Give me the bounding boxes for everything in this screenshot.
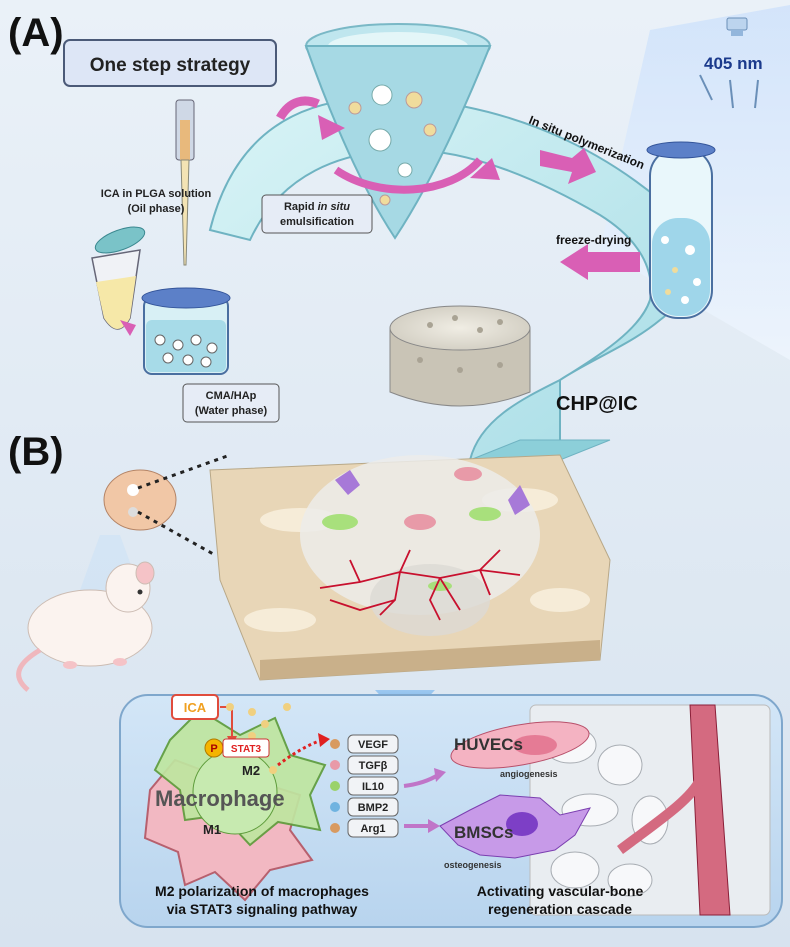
secretion-arrowhead xyxy=(318,733,330,747)
angio-arrowhead xyxy=(434,768,446,782)
rat-icon xyxy=(16,535,155,692)
water-phase-line1: CMA/HAp xyxy=(206,390,257,402)
huvecs-label: HUVECs xyxy=(454,735,523,754)
stat3-box xyxy=(222,738,270,758)
cytokine-vegf: VEGF xyxy=(358,739,388,751)
caption-left-line1: M2 polarization of macrophages xyxy=(155,883,369,899)
angiogenesis-label: angiogenesis xyxy=(500,769,558,779)
zoom-line-top xyxy=(137,453,231,490)
cytokine-dot-vegf xyxy=(330,739,340,749)
cytokine-dot-il10 xyxy=(330,781,340,791)
cell-purple-1 xyxy=(335,470,360,495)
freeze-drying-label: freeze-drying xyxy=(556,233,631,247)
ica-label: ICA xyxy=(184,700,207,715)
ica-particle xyxy=(248,732,256,740)
caption-right-line1: Activating vascular-bone xyxy=(477,883,644,899)
cytokine-box-il10 xyxy=(347,776,399,796)
stat3-label: STAT3 xyxy=(231,744,262,755)
cytokine-tgfb: TGFβ xyxy=(359,760,388,772)
strategy-title: One step strategy xyxy=(90,55,251,76)
polymerization-arrow xyxy=(540,148,596,184)
emulsification-box xyxy=(261,194,373,234)
ica-particle xyxy=(283,703,291,711)
huvec-nucleus xyxy=(513,735,557,755)
caption-left-line2: via STAT3 signaling pathway xyxy=(167,901,358,917)
cytokine-box-arg1 xyxy=(347,818,399,838)
product-label: CHP@IC xyxy=(556,393,638,415)
vortex-funnel xyxy=(304,23,492,240)
panel-a: (A) 405 nm One step strategy xyxy=(8,5,790,461)
polymerized-tube xyxy=(646,141,716,319)
bmsc-nucleus xyxy=(506,812,538,836)
flow-ribbon xyxy=(208,96,691,461)
cytokine-list: VEGF TGFβ IL10 BMP2 Arg1 xyxy=(330,734,399,838)
cytokine-arg1: Arg1 xyxy=(360,823,385,835)
flow-arrow-1-tail xyxy=(276,96,320,121)
ica-particle xyxy=(226,703,234,711)
osteogenesis-label: osteogenesis xyxy=(444,860,502,870)
m1-label: M1 xyxy=(203,822,221,837)
cell-green-1 xyxy=(322,514,358,530)
cytokine-box-vegf xyxy=(347,734,399,754)
caption-right-line2: regeneration cascade xyxy=(488,901,632,917)
cell-purple-2 xyxy=(508,485,530,515)
ica-particle xyxy=(248,708,256,716)
blood-vessel-branch xyxy=(617,777,705,855)
emulsification-line2: emulsification xyxy=(280,216,354,228)
cell-green-2 xyxy=(469,507,501,521)
cytokine-il10: IL10 xyxy=(362,781,384,793)
strategy-box xyxy=(63,39,277,87)
oil-phase-line1: ICA in PLGA solution xyxy=(101,188,212,200)
blood-vessel-main xyxy=(689,704,731,916)
phospho-label: P xyxy=(210,743,217,755)
oil-phase-line2: (Oil phase) xyxy=(128,203,185,215)
cytokine-box-bmp2 xyxy=(347,797,399,817)
cytokine-dot-arg1 xyxy=(330,823,340,833)
emulsification-line1: Rapid in situ xyxy=(284,201,350,213)
swirl-arrow-head xyxy=(470,158,500,180)
ica-box xyxy=(171,694,219,720)
scaffold-disc xyxy=(389,305,531,407)
panel-b: (B) xyxy=(8,430,783,928)
secretion-particle xyxy=(269,766,277,774)
cell-green-3 xyxy=(428,581,452,591)
cytokine-bmp2: BMP2 xyxy=(358,802,389,814)
defect-region xyxy=(300,455,540,615)
scaffold-block xyxy=(209,454,611,681)
m2-label: M2 xyxy=(242,763,260,778)
skull-icon xyxy=(103,469,177,531)
osteo-arrowhead xyxy=(428,819,440,833)
mix-arrow xyxy=(120,320,136,336)
macrophage-label: Macrophage xyxy=(155,786,285,811)
cell-pink-1 xyxy=(404,514,436,530)
cell-pink-2 xyxy=(454,467,482,481)
swirl-arrow xyxy=(333,157,484,194)
cytokine-box-tgfb xyxy=(347,755,399,775)
zoom-line-bottom xyxy=(137,510,216,557)
light-wavelength: 405 nm xyxy=(704,54,763,73)
pipette-icon xyxy=(175,99,195,266)
oil-phase-tube xyxy=(91,226,146,330)
bmscs-label: BMSCs xyxy=(454,823,514,842)
water-phase-line2: (Water phase) xyxy=(195,405,268,417)
freeze-drying-arrow xyxy=(560,244,640,280)
ica-particle xyxy=(261,720,269,728)
water-phase-jar xyxy=(141,287,231,375)
cytokine-dot-tgfb xyxy=(330,760,340,770)
panel-b-label: (B) xyxy=(8,430,64,474)
water-phase-box xyxy=(182,383,280,423)
light-source-icon xyxy=(699,17,759,109)
panel-a-label: (A) xyxy=(8,11,64,55)
flow-arrow-1 xyxy=(318,115,345,140)
blood-vessel-network xyxy=(319,549,521,621)
cytokine-dot-bmp2 xyxy=(330,802,340,812)
